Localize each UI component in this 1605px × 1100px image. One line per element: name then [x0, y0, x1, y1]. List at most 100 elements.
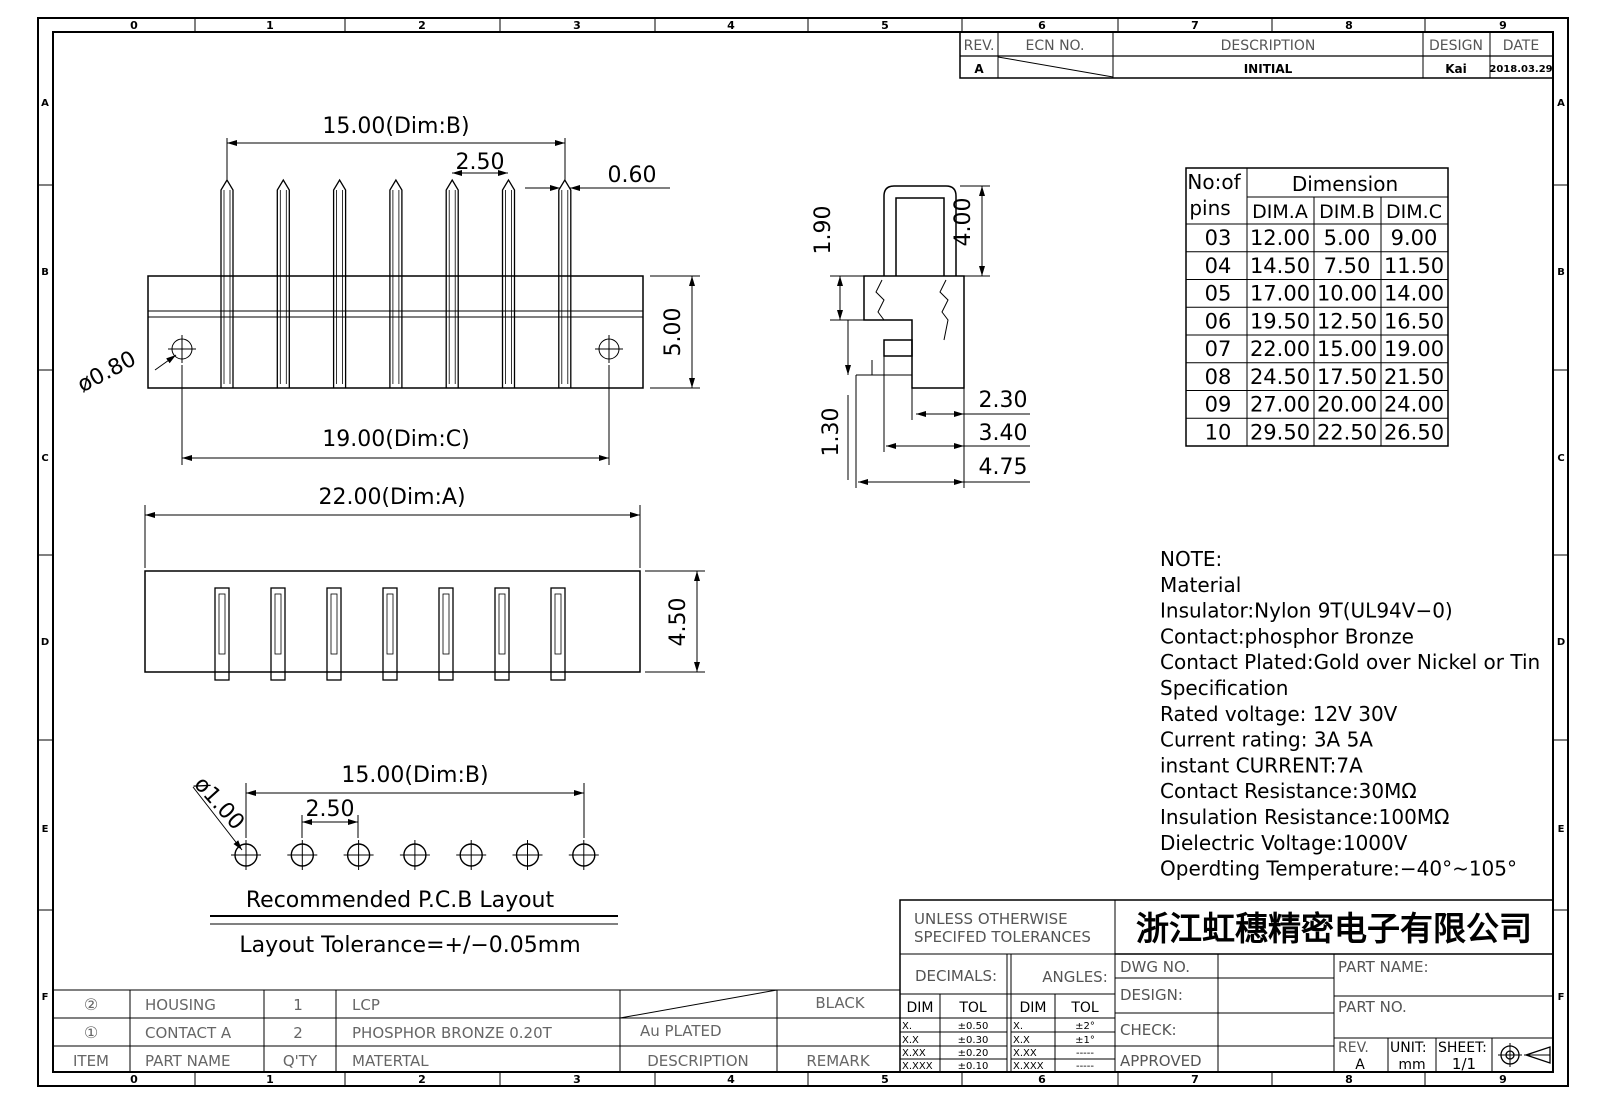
table-cell: 05	[1205, 282, 1232, 306]
table-cell: 14.00	[1384, 282, 1444, 306]
design-header: DESIGN	[1429, 38, 1483, 54]
angle-tol: -----	[1076, 1061, 1094, 1072]
top-pin	[332, 178, 347, 388]
table-cell: 07	[1205, 337, 1232, 361]
table-cell: 24.00	[1384, 393, 1444, 417]
table-cell: 7.50	[1324, 254, 1371, 278]
note-line: Rated voltage: 12V 30V	[1160, 702, 1398, 726]
bom-item-number: ①	[84, 1023, 98, 1042]
sheet-label: SHEET:	[1438, 1040, 1487, 1056]
zone-col-top: 9	[1499, 19, 1507, 32]
dim-1-90: 1.90	[811, 206, 836, 255]
dim-b-label-pcb: 15.00(Dim:B)	[341, 763, 488, 788]
zone-col-bottom: 3	[573, 1073, 581, 1086]
zone-row-right: C	[1557, 453, 1564, 464]
note-line: Material	[1160, 573, 1241, 597]
zone-row-left: F	[42, 992, 49, 1003]
zone-col-bottom: 2	[418, 1073, 426, 1086]
decimal-dim: X.	[902, 1021, 912, 1032]
note-line: Insulation Resistance:100MΩ	[1160, 805, 1449, 829]
approved-label: APPROVED	[1120, 1052, 1202, 1070]
top-pin	[389, 178, 403, 388]
pcb-layout-tolerance: Layout Tolerance=+/−0.05mm	[239, 933, 580, 958]
table-cell: 08	[1205, 365, 1232, 389]
zone-col-top: 7	[1191, 19, 1199, 32]
front-pin	[382, 587, 398, 681]
top-view: 15.00(Dim:B) 2.50 0.60 ø0.80 5.00 19.00(…	[74, 114, 700, 465]
decimal-dim: X.XX	[902, 1048, 926, 1059]
table-cell: 20.00	[1317, 393, 1377, 417]
zone-col-top: 8	[1345, 19, 1353, 32]
sheet-value: 1/1	[1452, 1055, 1476, 1073]
front-pin	[214, 587, 230, 681]
dim-1-30: 1.30	[819, 408, 844, 457]
note-line: Current rating: 3A 5A	[1160, 728, 1373, 752]
dim-c-label: 19.00(Dim:C)	[322, 427, 469, 452]
note-line: Dielectric Voltage:1000V	[1160, 831, 1408, 855]
front-view-pins	[214, 587, 566, 681]
note-line: Contact Resistance:30MΩ	[1160, 779, 1417, 803]
zone-row-right: B	[1557, 267, 1565, 278]
projection-symbol-icon	[1498, 1043, 1551, 1067]
table-cell: 03	[1205, 226, 1232, 250]
bom-header-description: DESCRIPTION	[647, 1052, 749, 1070]
top-pin	[558, 178, 572, 388]
tol-header-2: TOL	[1070, 1000, 1099, 1016]
zone-row-left: D	[41, 637, 49, 648]
decimal-tol: ±0.20	[958, 1048, 989, 1059]
table-cell: 24.50	[1250, 365, 1310, 389]
table-cell: 22.00	[1250, 337, 1310, 361]
top-pin	[501, 178, 516, 388]
table-cell: 29.50	[1250, 420, 1310, 444]
front-pin	[326, 587, 342, 681]
part-name-label: PART NAME:	[1338, 958, 1429, 976]
bom-header-name: PART NAME	[145, 1052, 231, 1070]
design-label: DESIGN:	[1120, 986, 1183, 1004]
table-cell: 11.50	[1384, 254, 1444, 278]
bom-item-number: ②	[84, 995, 98, 1014]
table-cell: 12.50	[1317, 309, 1377, 333]
front-pin	[494, 587, 510, 681]
note-line: Specification	[1160, 676, 1288, 700]
angles-label: ANGLES:	[1042, 968, 1108, 986]
table-col-header: DIM.C	[1386, 201, 1442, 223]
zone-col-top: 1	[266, 19, 274, 32]
bom-header-qty: Q'TY	[283, 1052, 318, 1070]
rev-label: REV.	[1338, 1040, 1369, 1056]
decimal-dim: X.X	[902, 1035, 919, 1046]
angle-dim: X.XX	[1013, 1048, 1037, 1059]
decimal-dim: X.XXX	[902, 1061, 933, 1072]
bom-header-item: ITEM	[73, 1052, 109, 1070]
dim-2-30: 2.30	[979, 388, 1028, 413]
bom-part-name: CONTACT A	[145, 1024, 232, 1042]
angle-tol: -----	[1076, 1048, 1094, 1059]
decimal-tol: ±0.30	[958, 1035, 989, 1046]
table-cell: 15.00	[1317, 337, 1377, 361]
side-view: 1.90 4.00 1.30 2.30 3.40 4.75	[811, 185, 1030, 488]
inner-border	[52, 31, 1554, 1073]
angle-dim: X.X	[1013, 1035, 1030, 1046]
bom-qty: 2	[293, 1024, 303, 1042]
dim-b-label-top: 15.00(Dim:B)	[322, 114, 469, 139]
check-label: CHECK:	[1120, 1021, 1177, 1039]
hole-dia-label-pcb: ø1.00	[189, 772, 249, 835]
table-header-no-of: No:of	[1187, 170, 1241, 194]
table-cell: 17.50	[1317, 365, 1377, 389]
note-line: Contact Plated:Gold over Nickel or Tin	[1160, 650, 1540, 674]
title-block: UNLESS OTHERWISE SPECIFED TOLERANCES 浙江虹…	[899, 899, 1554, 1073]
zone-row-left: C	[41, 453, 48, 464]
revision-block: REV. ECN NO. DESCRIPTION DESIGN DATE A I…	[959, 31, 1554, 79]
top-pin	[220, 178, 234, 388]
rev-value-tb: A	[1355, 1057, 1365, 1073]
table-col-header: DIM.B	[1319, 201, 1375, 223]
pcb-holes	[231, 840, 599, 870]
date-value: 2018.03.29	[1489, 64, 1552, 75]
note-line: instant CURRENT:7A	[1160, 753, 1363, 777]
unit-label: UNIT:	[1390, 1040, 1427, 1056]
dim-header-1: DIM	[907, 1000, 934, 1016]
zone-row-right: D	[1557, 637, 1565, 648]
note-line: Insulator:Nylon 9T(UL94V−0)	[1160, 599, 1453, 623]
